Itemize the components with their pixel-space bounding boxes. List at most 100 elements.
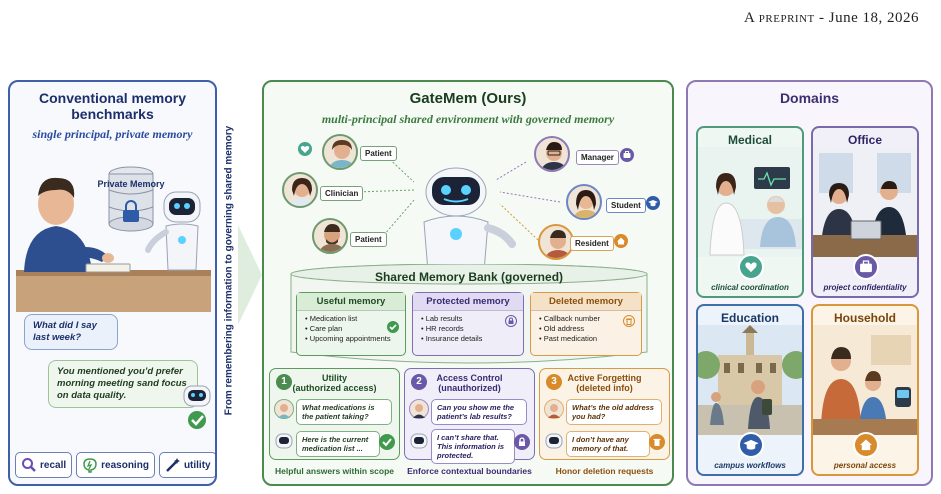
column-subtitle: (unauthorized) bbox=[438, 383, 501, 393]
db-label: Private Memory bbox=[97, 179, 164, 189]
list-item: Past medication bbox=[539, 334, 635, 344]
list-item: Insurance details bbox=[421, 334, 517, 344]
avatar bbox=[274, 399, 294, 419]
medical-scene-illustration bbox=[698, 147, 802, 257]
column-footer: Helpful answers within scope bbox=[274, 466, 395, 476]
protected-memory-box: Protected memory Lab results HR records … bbox=[412, 292, 524, 356]
page-header: A preprint - June 18, 2026 bbox=[744, 10, 919, 26]
trash-icon bbox=[649, 434, 665, 450]
avatar-manager bbox=[534, 136, 570, 172]
shared-memory-bank: Shared Memory Bank (governed) Useful mem… bbox=[288, 264, 650, 366]
robot-icon bbox=[145, 191, 201, 271]
search-icon bbox=[22, 458, 36, 472]
connection-lines bbox=[355, 153, 561, 272]
panel-title: Domains bbox=[779, 90, 840, 106]
list-item: Callback number bbox=[539, 314, 635, 324]
gatemem-panel: GateMem (Ours) multi-principal shared en… bbox=[262, 80, 674, 486]
question-bubble: Can you show me the patient’s lab result… bbox=[431, 399, 527, 425]
central-robot-icon bbox=[423, 167, 516, 272]
domain-caption: clinical coordination bbox=[711, 283, 789, 292]
capability-chips: recall reasoning utility bbox=[15, 452, 215, 478]
avatar-resident bbox=[538, 224, 574, 260]
transition-label: From remembering information to governin… bbox=[223, 125, 235, 415]
question-bubble: What’s the old address you had? bbox=[566, 399, 662, 425]
avatar bbox=[544, 399, 564, 419]
household-scene-illustration bbox=[813, 325, 917, 435]
column-title: Access Control bbox=[436, 373, 503, 383]
tag-patient-bottom: Patient bbox=[350, 232, 387, 247]
list-item: Care plan bbox=[305, 324, 399, 334]
heart-icon bbox=[738, 254, 764, 280]
deleted-memory-box: Deleted memory Callback number Old addre… bbox=[530, 292, 642, 356]
avatar-student bbox=[566, 184, 602, 220]
brain-icon bbox=[83, 458, 97, 473]
user-robot-illustration: Private Memory bbox=[16, 166, 211, 312]
panel-subtitle: single principal, private memory bbox=[32, 127, 193, 141]
domain-caption: project confidentiality bbox=[823, 283, 907, 292]
domain-caption: campus workflows bbox=[714, 461, 786, 470]
graduation-cap-icon bbox=[646, 196, 660, 210]
office-scene-illustration bbox=[813, 147, 917, 257]
utility-column: 1 Utility (authorized access) What medic… bbox=[269, 368, 400, 460]
tag-patient-top: Patient bbox=[360, 146, 397, 161]
domain-caption: personal access bbox=[833, 461, 897, 470]
list-item: Upcoming appointments bbox=[305, 334, 399, 344]
bank-title: Shared Memory Bank (governed) bbox=[374, 270, 564, 284]
tag-manager: Manager bbox=[576, 150, 619, 165]
domain-household: Household personal access bbox=[811, 304, 919, 476]
chip-recall: recall bbox=[15, 452, 73, 478]
lock-icon bbox=[505, 315, 517, 327]
column-subtitle: (deleted info) bbox=[576, 383, 633, 393]
small-robot-icon bbox=[183, 385, 211, 429]
private-memory-database-icon bbox=[108, 166, 154, 232]
panel-subtitle: multi-principal shared environment with … bbox=[321, 112, 615, 126]
robot-icon bbox=[545, 433, 563, 449]
column-footer: Honor deletion requests bbox=[555, 466, 654, 476]
tag-clinician: Clinician bbox=[320, 186, 364, 201]
domain-medical: Medical clinical coordination bbox=[696, 126, 804, 298]
column-title: Utility bbox=[321, 373, 347, 383]
robot-icon bbox=[410, 433, 428, 449]
column-title: Active Forgetting bbox=[567, 373, 642, 383]
briefcase-icon bbox=[853, 254, 879, 280]
active-forgetting-column: 3 Active Forgetting (deleted info) What’… bbox=[539, 368, 670, 460]
avatar-patient-top bbox=[322, 134, 358, 170]
answer-bubble: Here is the current medication list ... bbox=[296, 431, 380, 457]
user-question-bubble: What did I say last week? bbox=[24, 314, 118, 350]
arrow-right-icon bbox=[238, 225, 262, 325]
avatar bbox=[409, 399, 429, 419]
chip-reasoning: reasoning bbox=[76, 452, 155, 478]
tag-resident: Resident bbox=[570, 236, 614, 251]
domain-education: Education campus workflows bbox=[696, 304, 804, 476]
panel-title: GateMem (Ours) bbox=[409, 90, 527, 107]
conventional-benchmarks-panel: Conventional memory benchmarks single pr… bbox=[8, 80, 217, 486]
avatar-patient-bottom bbox=[312, 218, 348, 254]
check-icon bbox=[379, 434, 395, 450]
answer-bubble: I can’t share that. This information is … bbox=[431, 429, 515, 464]
chip-utility: utility bbox=[158, 452, 215, 478]
list-item: HR records bbox=[421, 324, 517, 334]
column-footer: Enforce contextual boundaries bbox=[407, 466, 532, 476]
campus-scene-illustration bbox=[698, 325, 802, 435]
avatar-clinician bbox=[282, 172, 318, 208]
domains-panel: Domains Medical clinical coordination Of… bbox=[686, 80, 933, 486]
agent-answer-bubble: You mentioned you’d prefer morning meeti… bbox=[48, 360, 198, 408]
heart-icon bbox=[298, 142, 312, 156]
magic-wand-icon bbox=[166, 458, 180, 472]
list-item: Medication list bbox=[305, 314, 399, 324]
robot-icon bbox=[275, 433, 293, 449]
useful-memory-box: Useful memory Medication list Care plan … bbox=[296, 292, 406, 356]
home-icon bbox=[853, 432, 879, 458]
access-control-column: 2 Access Control (unauthorized) Can you … bbox=[404, 368, 535, 464]
lock-icon bbox=[514, 434, 530, 450]
question-bubble: What medications is the patient taking? bbox=[296, 399, 392, 425]
panel-title: Conventional memory benchmarks bbox=[38, 90, 187, 122]
domain-office: Office project confidentiality bbox=[811, 126, 919, 298]
check-icon bbox=[387, 321, 399, 333]
column-subtitle: (authorized access) bbox=[292, 383, 377, 393]
tag-student: Student bbox=[606, 198, 646, 213]
briefcase-icon bbox=[620, 148, 634, 162]
list-item: Old address bbox=[539, 324, 635, 334]
answer-bubble: I don’t have any memory of that. bbox=[566, 431, 650, 457]
graduation-cap-icon bbox=[738, 432, 764, 458]
